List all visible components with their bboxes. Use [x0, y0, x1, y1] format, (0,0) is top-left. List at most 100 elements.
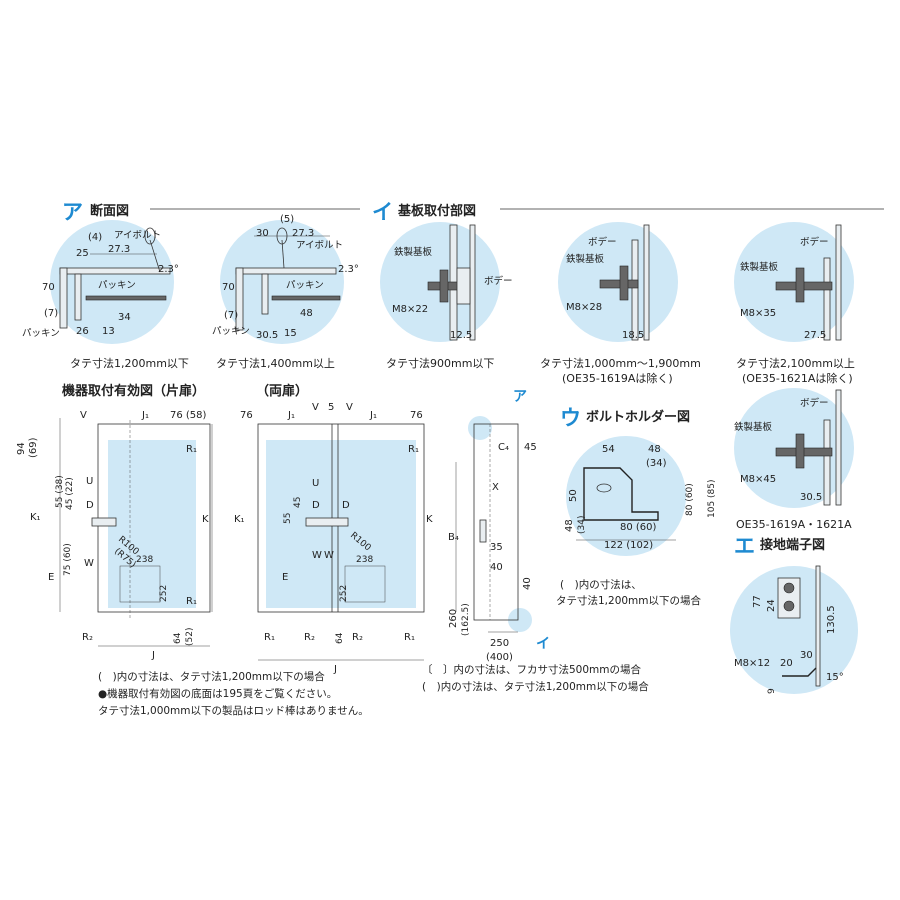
nut	[795, 267, 805, 303]
dim-45: 45 (22)	[65, 477, 75, 510]
dim-30-5: 30.5	[800, 492, 822, 503]
dim-r1-top: R₁	[408, 444, 419, 455]
rod-stub	[91, 517, 117, 527]
nut	[795, 433, 805, 469]
section-e-mark: エ	[734, 534, 755, 558]
section-i-caption-1: タテ寸法900mm以下	[386, 356, 494, 370]
dim-m8x12: M8×12	[734, 658, 770, 669]
detail-circle	[566, 436, 686, 556]
section-i-caption-3: タテ寸法2,100mm以上	[736, 356, 855, 370]
dim-45: 45	[293, 497, 303, 508]
dim-j1-left: J₁	[287, 410, 295, 421]
top-plate	[235, 267, 337, 275]
note-mid-2: ( )内の寸法は、タテ寸法1,200mm以下の場合	[422, 680, 649, 693]
section-i-caption-2b: (OE35-1619Aは除く)	[562, 371, 673, 385]
iron-plate	[631, 239, 639, 341]
section-a-left-detail: (4) 25 27.3 70 (7) 26 13 34 2.3° アイボルト パ…	[22, 220, 179, 344]
dim-5: (5)	[280, 214, 294, 225]
dim-k: K	[426, 514, 433, 525]
dim-64: 64	[335, 632, 345, 644]
bolt-slot	[596, 483, 612, 493]
handle-box	[119, 565, 161, 603]
dim-d-left: D	[312, 500, 320, 511]
dim-80-60-bottom: 80 (60)	[620, 522, 657, 533]
handle-box	[344, 565, 386, 603]
rod-stub	[305, 517, 349, 527]
section-a-left-caption: タテ寸法1,200mm以下	[70, 356, 189, 370]
dim-27-5: 27.5	[804, 330, 826, 341]
side-part	[479, 519, 487, 543]
section-a-right-detail: (5) 30 27.3 70 (7) 30.5 15 48 2.3° アイボルト…	[212, 214, 359, 344]
dim-25: 25	[76, 248, 89, 259]
dim-64: 64	[173, 632, 183, 644]
note-left-3: タテ寸法1,000mm以下の製品はロッド棒はありません。	[98, 704, 369, 717]
dim-r2-right: R₂	[352, 632, 363, 643]
dim-12-5: 12.5	[450, 330, 472, 341]
dim-260: 260	[448, 609, 459, 628]
dim-angle: 2.3°	[158, 264, 179, 275]
dim-w-left: W	[312, 550, 322, 561]
dim-250: 250	[490, 638, 509, 649]
body-label: ボデー	[484, 275, 513, 287]
dim-top-right: 76 (58)	[170, 410, 207, 421]
packing-lower-label: パッキン	[22, 328, 60, 339]
dim-54: 54	[602, 444, 615, 455]
double-door-title: （両扉）	[256, 383, 308, 399]
iron-plate	[823, 419, 831, 506]
body-wall	[469, 224, 476, 341]
iron-plate	[823, 257, 831, 341]
dim-9: 9	[767, 688, 777, 694]
ground-terminal-detail: 77 24 130.5 M8×12 20 30 9 15°	[730, 565, 858, 694]
dim-k1: K₁	[30, 512, 41, 523]
dim-7: (7)	[44, 308, 58, 319]
dim-j1: J₁	[141, 410, 149, 421]
dim-76-left: 76	[240, 410, 253, 421]
dim-30: 30	[800, 650, 813, 661]
section-i-mark: イ	[372, 200, 393, 224]
plate-label: 鉄製基板	[394, 246, 433, 258]
flange	[261, 273, 269, 315]
bracket-foot	[782, 667, 817, 677]
plate-label: 鉄製基板	[740, 261, 779, 273]
dim-27-3: 27.3	[108, 244, 130, 255]
dim-30: 30	[256, 228, 269, 239]
section-i-detail-2: ボデー 鉄製基板 M8×28 18.5	[558, 222, 678, 342]
callout-i-label: イ	[536, 636, 550, 652]
body-wall	[835, 224, 842, 341]
dim-v-right: V	[346, 402, 353, 413]
nut	[439, 269, 449, 303]
dim-252: 252	[159, 585, 169, 602]
dim-r1-top: R₁	[186, 444, 197, 455]
dim-26: 26	[76, 326, 89, 337]
dim-b4: B₄	[448, 532, 459, 543]
side-view-diagram: ア イ C₄ 45 X B₄ 35 40 40 260 (162.5) 250 …	[448, 389, 550, 663]
dim-35: 35	[490, 542, 503, 553]
section-i-caption-2: タテ寸法1,000mm～1,900mm	[540, 356, 701, 370]
dim-80-60-right: 80 (60)	[685, 483, 695, 516]
callout-circle-i	[508, 608, 532, 632]
dim-15-deg: 15°	[826, 672, 844, 683]
side-body	[473, 423, 519, 621]
dim-w-right: W	[324, 550, 334, 561]
dim-k: K	[202, 514, 209, 525]
dim-d-right: D	[342, 500, 350, 511]
section-i-title: 基板取付部図	[397, 203, 476, 219]
dim-30-5: 30.5	[256, 330, 278, 341]
single-door-title: 機器取付有効図（片扉）	[62, 383, 205, 399]
dim-r1-bottom-left: R₁	[264, 632, 275, 643]
dim-94: 94	[16, 442, 27, 455]
effective-area	[108, 440, 196, 608]
dim-238: 238	[356, 555, 373, 565]
dim-238: 238	[136, 555, 153, 565]
dim-130-5: 130.5	[826, 605, 837, 634]
terminal-screw-bottom	[783, 600, 795, 612]
nut	[619, 265, 629, 301]
dim-48: 48	[300, 308, 313, 319]
enclosure-outline	[257, 423, 425, 613]
dim-162-5: (162.5)	[461, 603, 471, 636]
dim-122-102: 122 (102)	[604, 540, 653, 551]
bolt-label: M8×28	[566, 302, 602, 313]
eyebolt-label: アイボルト	[114, 230, 161, 241]
dim-52: (52)	[185, 628, 195, 646]
bolt-label: M8×35	[740, 308, 776, 319]
